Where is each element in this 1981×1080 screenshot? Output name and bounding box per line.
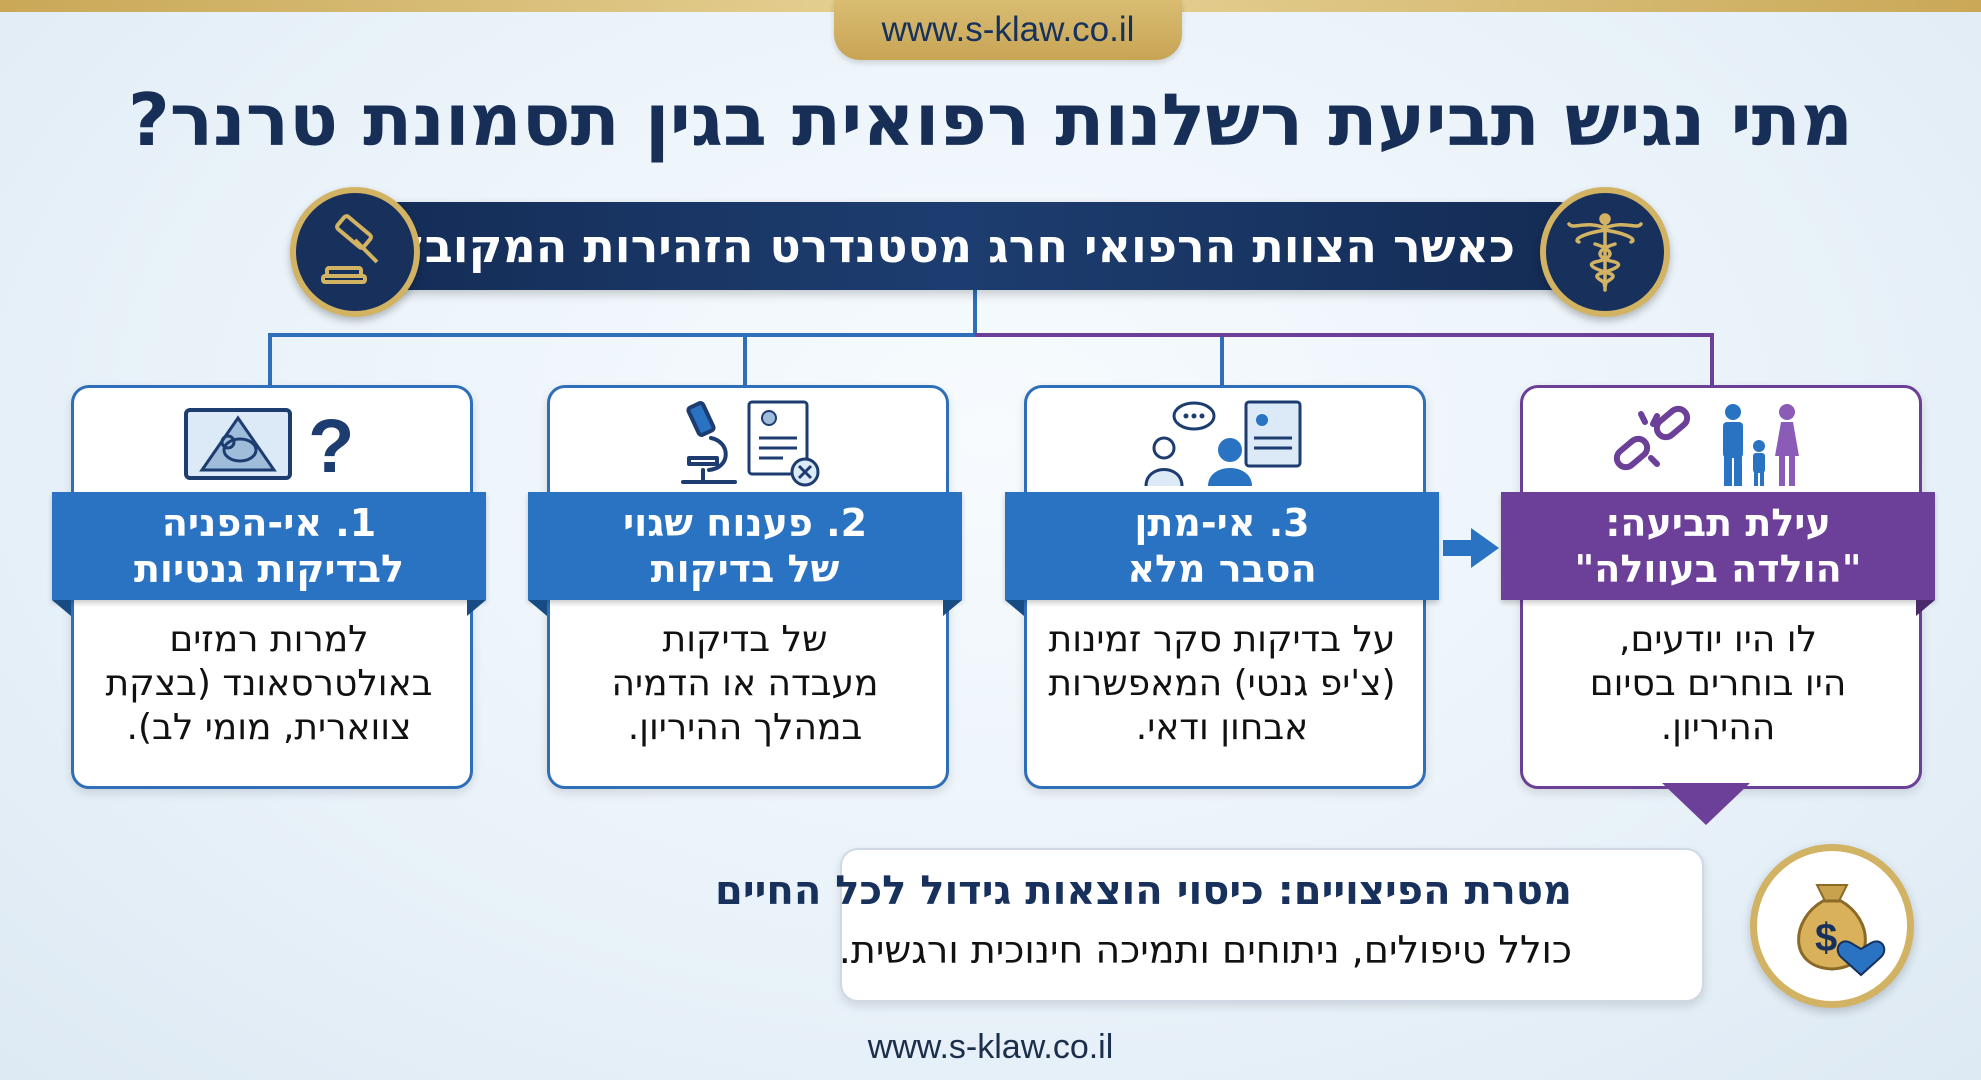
ultrasound-question-icon: ? [184, 404, 354, 486]
card-1-title: 1. אי-הפניה לבדיקות גנטיות [52, 492, 486, 600]
card-3-title: 3. אי-מתן הסבר מלא [1005, 492, 1439, 600]
banner-text: כאשר הצוות הרפואי חרג מסטנדרט הזהירות המ… [396, 219, 1516, 273]
standard-of-care-banner: כאשר הצוות הרפואי חרג מסטנדרט הזהירות המ… [342, 202, 1570, 290]
caduceus-icon [1567, 213, 1643, 292]
ribbon-fold [943, 600, 962, 616]
card-3-body: על בדיקות סקר זמינות (צ'יפ גנטי) המאפשרו… [1048, 619, 1396, 748]
gavel-badge [290, 187, 420, 317]
money-badge: $ [1750, 844, 1914, 1008]
svg-text:?: ? [308, 404, 354, 486]
consultation-icon [1144, 400, 1302, 487]
arrow-right-icon [1443, 528, 1499, 568]
ribbon-fold [467, 600, 486, 616]
card-2-title: 2. פענוח שגוי של בדיקות [528, 492, 962, 600]
page-title: מתי נגיש תביעת רשלנות רפואית בגין תסמונת… [128, 78, 1853, 162]
gavel-icon [321, 214, 379, 284]
caduceus-badge [1540, 187, 1670, 317]
cause-pointer [1662, 783, 1750, 825]
card-cause-body: לו היו יודעים, היו בוחרים בסיום ההיריון. [1589, 619, 1847, 748]
card-2-body: של בדיקות מעבדה או הדמיה במהלך ההיריון. [611, 619, 879, 748]
connector-card-2 [743, 290, 977, 385]
compensation-goal-box: מטרת הפיצויים: כיסוי הוצאות גידול לכל הח… [715, 848, 1704, 1002]
money-bag-heart-icon: $ [1797, 884, 1886, 977]
connector-card-3 [973, 290, 1224, 385]
broken-chain-family-icon [1613, 404, 1799, 486]
ribbon-fold [1005, 600, 1024, 616]
ribbon-fold [52, 600, 71, 616]
svg-text:$: $ [1815, 916, 1837, 960]
card-1-body: למרות רמזים באולטרסאונד (בצקת צווארית, מ… [105, 619, 433, 748]
ribbon-fold [1916, 600, 1935, 616]
connector-card-cause [975, 333, 1714, 385]
goal-text: כולל טיפולים, ניתוחים ותמיכה חינוכית ורג… [838, 928, 1572, 972]
ribbon-fold [528, 600, 547, 616]
footer-url[interactable]: www.s-klaw.co.il [867, 1028, 1114, 1066]
header-url-tab[interactable]: www.s-klaw.co.il [834, 0, 1182, 60]
microscope-document-icon [681, 400, 820, 487]
card-cause-title: עילת תביעה: "הולדה בעוולה" [1501, 492, 1935, 600]
goal-title: מטרת הפיצויים: כיסוי הוצאות גידול לכל הח… [714, 868, 1572, 914]
